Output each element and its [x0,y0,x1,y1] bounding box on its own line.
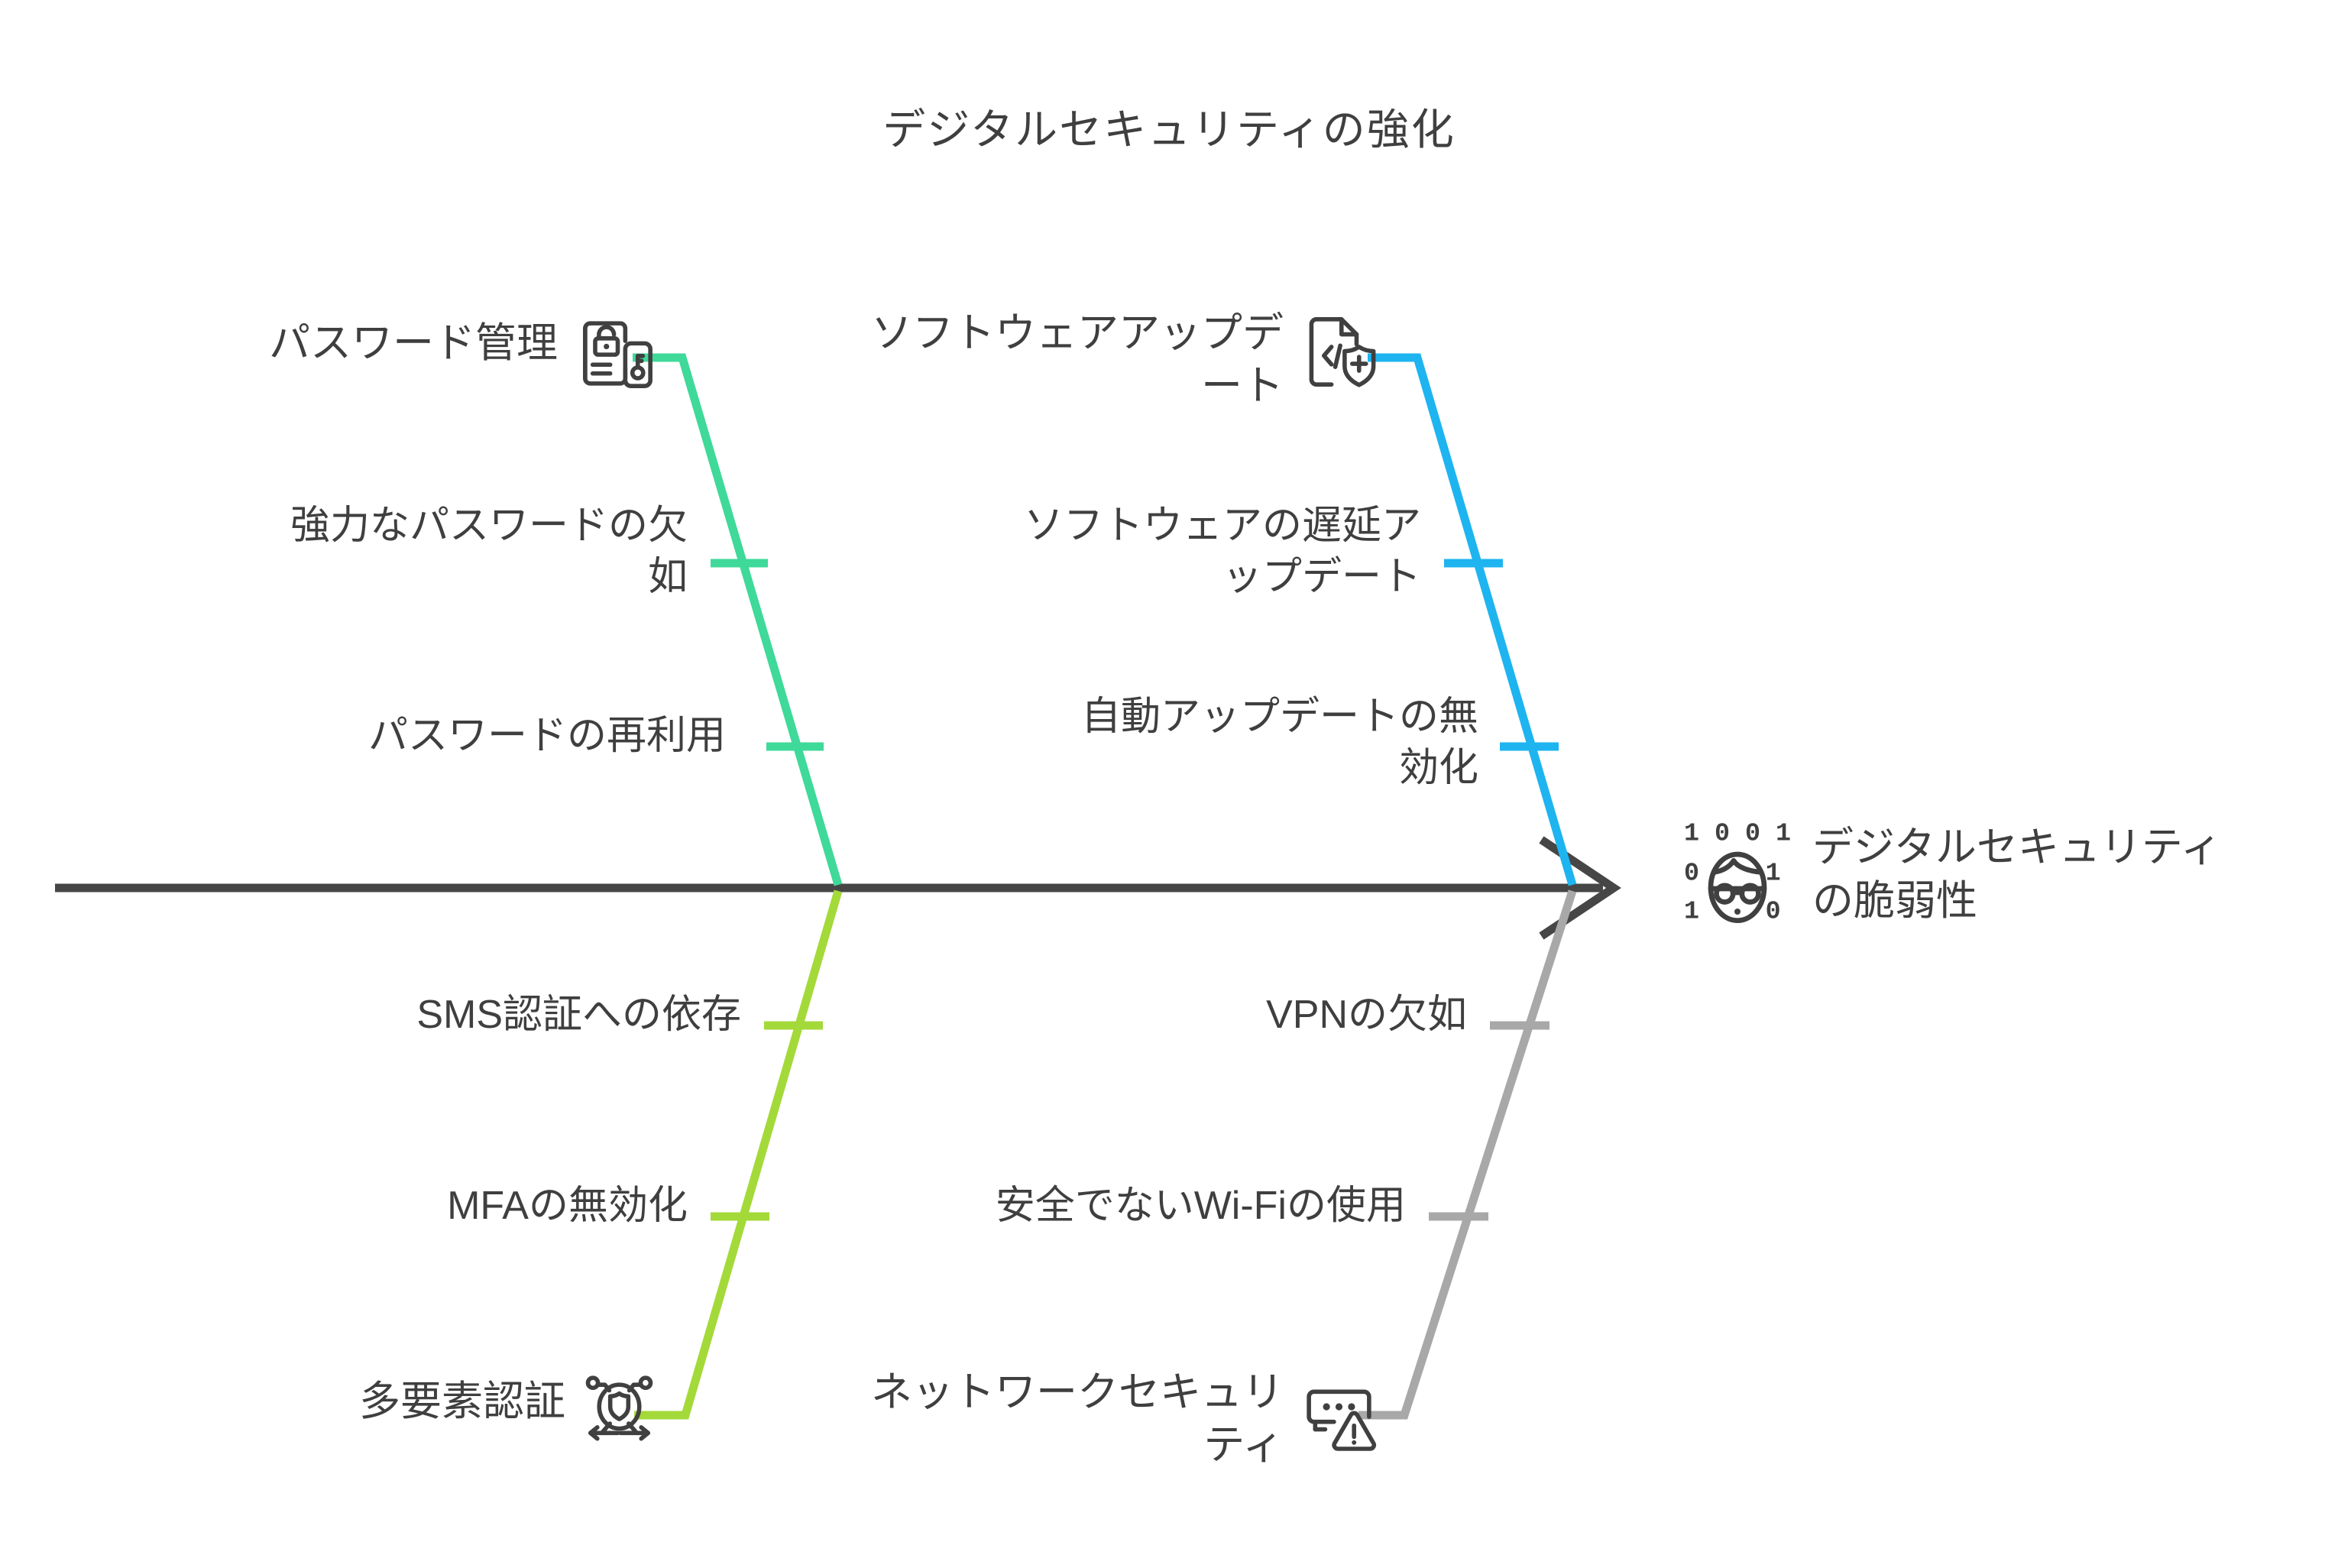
router-warning-icon [1299,1375,1379,1456]
branch-network-security [1358,889,1577,1420]
branch-line-multi-factor-auth [634,889,843,1420]
category-label-multi-factor-auth: 多要素認証 [359,1378,565,1424]
branch-line-password-management [633,353,843,886]
spine-group [55,836,1621,940]
cause-label-password-2: パスワードの再利用 [368,714,726,758]
cause-label-network-2: 安全でないWi-Fiの使用 [995,1184,1406,1228]
cause-label-network-1: VPNの欠如 [1266,993,1467,1037]
network-shield-icon [579,1368,659,1448]
effect-label: デジタルセキュリティ の脆弱性 [1812,824,2222,925]
cause-label-mfa-2: MFAの無効化 [447,1184,688,1228]
branch-software-update [1368,353,1577,886]
cause-label-password-1: 強力なパスワードの欠 如 [290,504,688,599]
branch-line-software-update [1368,353,1577,886]
branch-line-network-security [1358,889,1577,1420]
hacker-binary-icon: 1 0 0 1 0 1 1 0 [1676,816,1799,938]
diagram-title: デジタルセキュリティの強化 [882,105,1456,154]
file-code-shield-plus-icon [1299,312,1379,392]
svg-text:1 0 0 1: 1 0 0 1 [1684,820,1791,849]
cause-label-software-1: ソフトウェアの遅延ア ップデート [1023,504,1421,599]
branch-multi-factor-auth [634,889,843,1420]
phone-lock-key-icon [578,313,658,394]
category-label-network-security: ネットワークセキュリ ティ [871,1369,1284,1469]
svg-text:1: 1 [1766,859,1781,888]
category-label-password-management: パスワード管理 [269,320,558,366]
branch-password-management [633,353,843,886]
svg-text:0: 0 [1684,859,1699,888]
svg-text:0: 0 [1766,897,1781,926]
svg-text:1: 1 [1684,897,1699,926]
category-label-software-update: ソフトウェアアップデ ート [871,310,1284,410]
cause-label-software-2: 自動アップデートの無 効化 [1080,695,1478,790]
cause-label-mfa-1: SMS認証への依存 [416,993,741,1037]
